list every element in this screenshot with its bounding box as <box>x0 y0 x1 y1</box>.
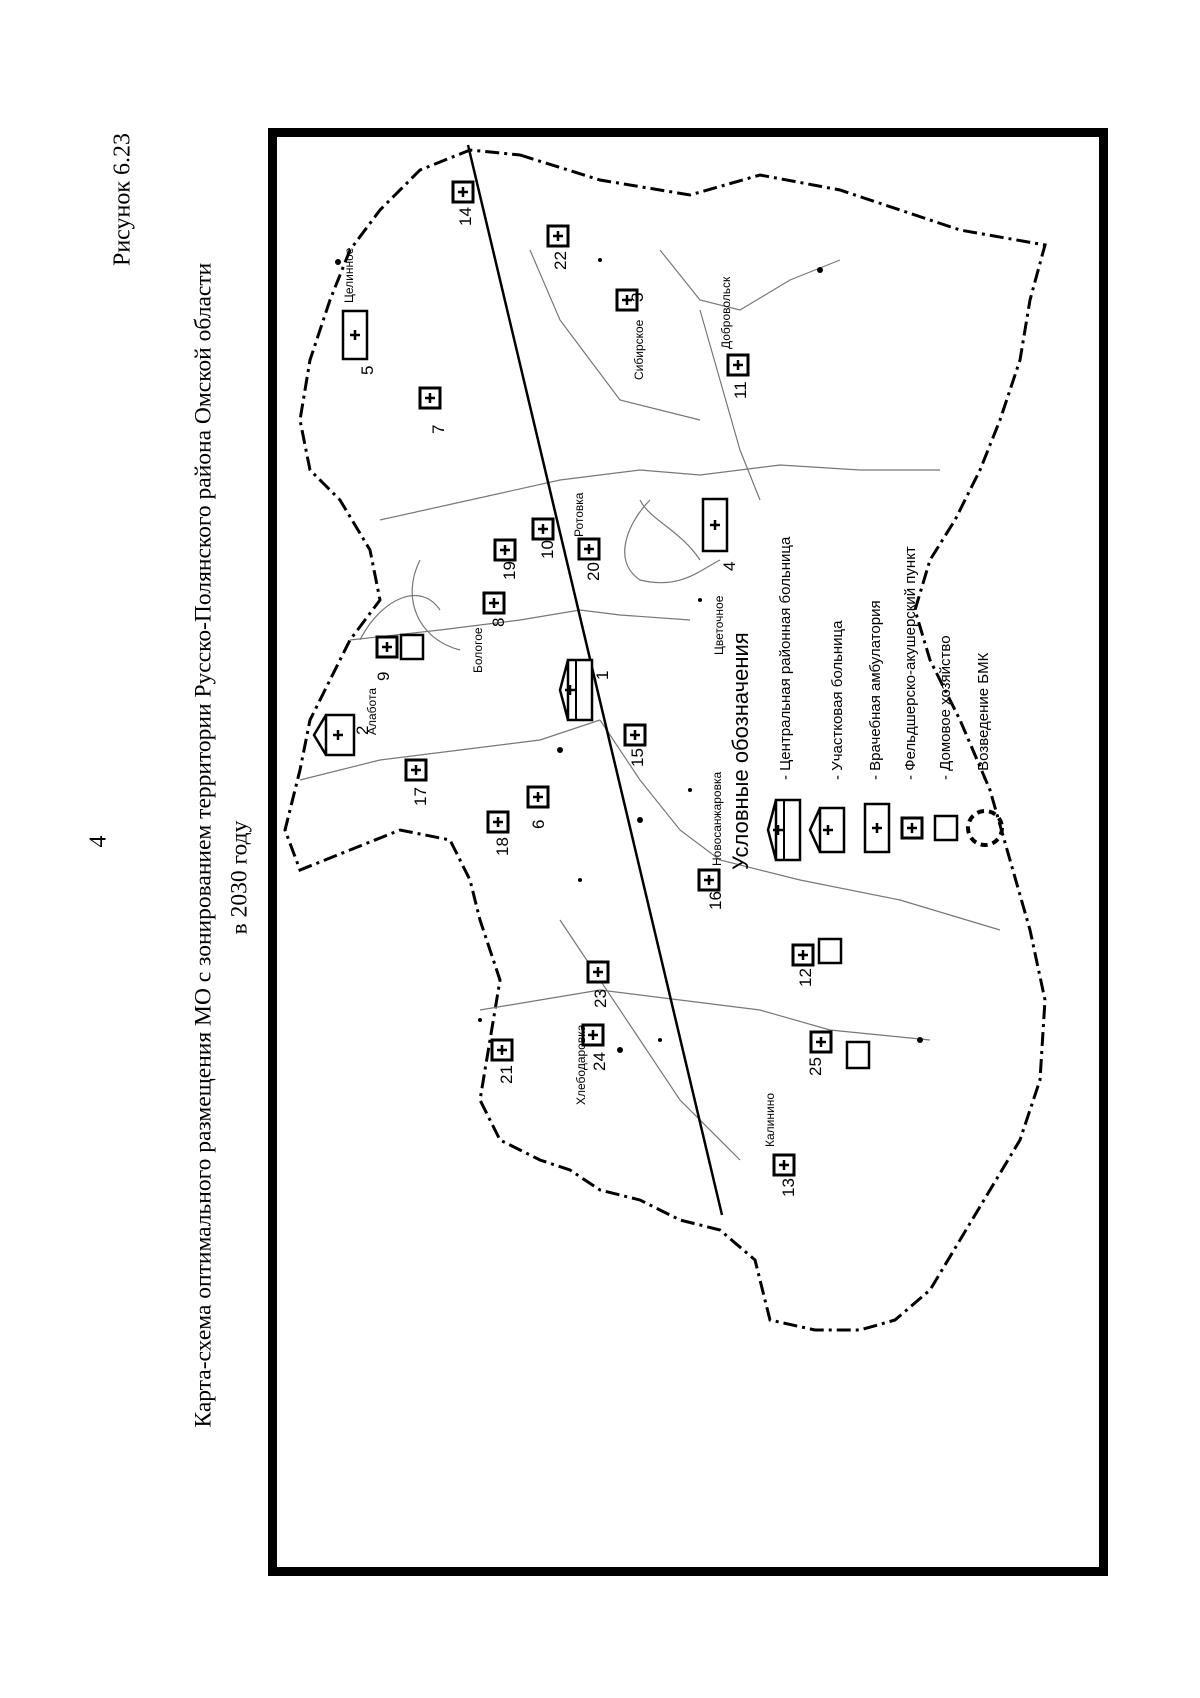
legend-district-hospital-symbol <box>808 806 846 854</box>
settlement-name: Новосанжаровка <box>710 772 724 866</box>
settlement-number: 12 <box>796 968 815 987</box>
settlement-8[interactable]: 8 Бологое <box>471 591 508 673</box>
settlement-name: Бологое <box>471 627 485 673</box>
settlement-16[interactable]: 16 Новосанжаровка <box>697 772 725 910</box>
settlement-number: 16 <box>706 891 725 910</box>
settlement-7[interactable]: 7 <box>418 386 448 434</box>
legend-bmk-symbol <box>966 809 1004 847</box>
settlement-25[interactable]: 25 <box>806 1030 871 1076</box>
legend-fap-symbol <box>900 816 924 840</box>
settlement-number: 7 <box>429 425 448 434</box>
settlement-21[interactable]: 21 <box>490 1038 516 1084</box>
settlement-name: Хлебодаровка <box>574 1024 588 1105</box>
settlement-number: 4 <box>720 562 739 571</box>
settlement-number: 8 <box>489 618 508 627</box>
settlement-number: 11 <box>731 381 750 399</box>
settlement-name: Ротовка <box>572 492 586 537</box>
settlement-23[interactable]: 23 <box>586 960 610 1008</box>
legend-ambulatory-symbol <box>863 802 891 854</box>
legend-household-symbol <box>933 814 959 842</box>
settlement-11[interactable]: 11 Добровольск <box>719 276 750 399</box>
settlement-number: 9 <box>374 672 393 681</box>
settlement-number: 2 <box>353 726 372 735</box>
settlement-number: 14 <box>456 207 475 226</box>
settlement-22[interactable]: 22 <box>546 224 570 270</box>
settlement-number: 25 <box>806 1057 825 1076</box>
settlement-3[interactable]: 3 Сибирское <box>615 288 647 380</box>
settlement-number: 19 <box>500 561 519 580</box>
settlement-15[interactable]: 15 <box>623 723 647 767</box>
legend-district-hospital-label: - Участковая больница <box>829 620 846 780</box>
settlement-number: 10 <box>538 540 557 559</box>
legend-crb-label: - Центральная районная больница <box>777 536 794 780</box>
settlement-name: Сибирское <box>632 319 646 380</box>
settlement-10[interactable]: 10 <box>531 517 557 559</box>
settlement-number: 3 <box>628 293 647 302</box>
settlement-12[interactable]: 12 <box>791 937 843 987</box>
settlement-14[interactable]: 14 <box>451 180 475 226</box>
settlement-number: 1 <box>593 671 612 680</box>
settlement-name: Алабота <box>365 688 379 735</box>
settlement-4[interactable]: 4 Цветочное <box>701 497 739 655</box>
settlement-17[interactable]: 17 <box>404 758 430 806</box>
settlement-20[interactable]: 20 Ротовка <box>572 492 603 581</box>
settlement-number: 21 <box>497 1065 516 1084</box>
settlement-number: 15 <box>628 748 647 767</box>
settlement-18[interactable]: 18 <box>486 810 512 856</box>
district-boundary <box>283 148 1047 1332</box>
settlement-name: Цветочное <box>712 595 726 655</box>
settlement-9[interactable]: 9 <box>374 633 425 681</box>
settlement-24[interactable]: 24 Хлебодаровка <box>574 1023 609 1105</box>
settlement-number: 23 <box>591 989 610 1008</box>
highway <box>466 144 724 1216</box>
settlement-number: 17 <box>411 787 430 806</box>
settlement-5[interactable]: 5 Целинное <box>341 247 377 375</box>
settlement-number: 6 <box>529 820 548 829</box>
legend-crb-symbol <box>766 798 802 862</box>
settlement-number: 18 <box>493 837 512 856</box>
legend-bmk-label: - Возведение БМК <box>975 652 992 780</box>
map-frame <box>268 128 1108 1576</box>
map-dots <box>335 258 923 1053</box>
settlement-name: Калинино <box>763 1093 777 1147</box>
settlement-number: 20 <box>584 562 603 581</box>
settlement-19[interactable]: 19 <box>493 538 519 580</box>
settlement-number: 5 <box>358 366 377 375</box>
settlement-1[interactable]: 1 <box>558 658 612 722</box>
legend: Условные обозначения - Центральная район… <box>728 536 1004 870</box>
settlement-number: 24 <box>590 1052 609 1071</box>
legend-ambulatory-label: - Врачебная амбулатория <box>867 600 884 780</box>
settlement-name: Добровольск <box>719 276 733 349</box>
settlement-2[interactable]: 2 Алабота <box>312 688 379 757</box>
settlement-number: 13 <box>779 1178 798 1197</box>
legend-title: Условные обозначения <box>728 632 753 870</box>
legend-fap-label: - Фельдшерско-акушерский пункт <box>902 546 919 780</box>
zone-boundaries <box>299 249 1001 1161</box>
settlement-6[interactable]: 6 <box>526 785 550 829</box>
settlement-name: Целинное <box>342 247 356 303</box>
settlement-13[interactable]: 13 Калинино <box>763 1093 798 1197</box>
legend-household-label: - Домовое хозяйство <box>937 635 954 780</box>
settlement-number: 22 <box>551 251 570 270</box>
